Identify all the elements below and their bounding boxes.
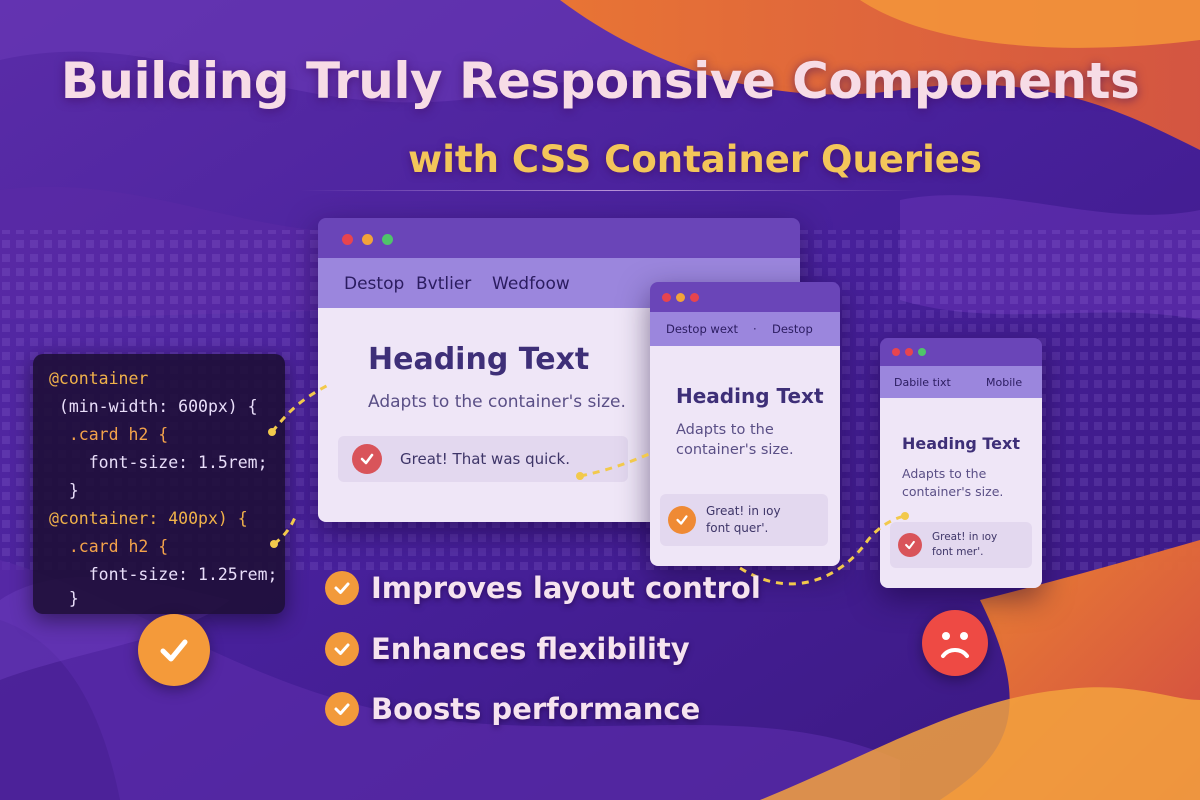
window-titlebar (880, 338, 1042, 366)
card-text: Adapts to the (902, 466, 987, 481)
subtitle: with CSS Container Queries (408, 138, 982, 181)
nav-item[interactable]: Destop (772, 322, 813, 336)
tablet-card: Heading Text Adapts to the container's s… (650, 346, 840, 566)
minimize-dot[interactable] (676, 293, 685, 302)
code-line: .card h2 { (49, 425, 169, 444)
main-title: Building Truly Responsive Components (60, 52, 1140, 110)
maximize-dot[interactable] (382, 234, 393, 245)
code-line: } (49, 481, 79, 500)
minimize-dot[interactable] (905, 348, 913, 356)
card-heading: Heading Text (368, 342, 590, 377)
window-titlebar (318, 218, 800, 258)
code-line: } (49, 589, 79, 608)
mobile-nav: Dabile tixt Mobile (880, 366, 1042, 398)
maximize-dot[interactable] (918, 348, 926, 356)
sad-face-icon (922, 610, 988, 676)
tablet-window: Destop wext · Destop Heading Text Adapts… (650, 282, 840, 566)
maximize-dot[interactable] (690, 293, 699, 302)
nav-item[interactable]: Destop wext (666, 322, 739, 336)
success-toast: Great! That was quick. (338, 436, 628, 482)
nav-item[interactable]: Bvtlier (416, 274, 472, 294)
card-text: container's size. (902, 484, 1004, 499)
check-circle-icon (325, 632, 359, 666)
toast-text: Great! That was quick. (400, 450, 570, 468)
code-line: @container: 400px) { (49, 509, 248, 528)
code-panel: @container (min-width: 600px) { .card h2… (33, 354, 285, 614)
code-line: @container (49, 369, 149, 388)
check-circle-icon (898, 533, 922, 557)
card-text: Adapts to the container's size. (368, 392, 626, 412)
check-circle-icon (668, 506, 696, 534)
nav-item[interactable]: Destop (344, 274, 405, 294)
nav-separator: · (753, 322, 757, 336)
mobile-card: Heading Text Adapts to the container's s… (880, 398, 1042, 588)
nav-item[interactable]: Dabile tixt (894, 376, 951, 389)
benefit-item: Improves layout control (325, 571, 761, 605)
close-dot[interactable] (892, 348, 900, 356)
close-dot[interactable] (662, 293, 671, 302)
nav-item[interactable]: Mobile (986, 376, 1023, 389)
check-circle-icon (352, 444, 382, 474)
card-text: container's size. (676, 442, 794, 458)
mobile-window: Dabile tixt Mobile Heading Text Adapts t… (880, 338, 1042, 588)
benefit-item: Boosts performance (325, 692, 700, 726)
check-circle-icon (325, 571, 359, 605)
code-line: .card h2 { (49, 537, 169, 556)
code-line: font-size: 1.25rem; (49, 565, 278, 584)
benefit-text: Improves layout control (371, 571, 761, 605)
benefit-text: Enhances flexibility (371, 632, 690, 666)
check-circle-icon (325, 692, 359, 726)
minimize-dot[interactable] (362, 234, 373, 245)
divider (300, 190, 920, 191)
card-text: Adapts to the (676, 422, 774, 438)
benefit-text: Boosts performance (371, 692, 701, 726)
card-heading: Heading Text (676, 384, 824, 408)
code-line: font-size: 1.5rem; (49, 453, 268, 472)
nav-item[interactable]: Wedfoow (492, 274, 570, 294)
tablet-nav: Destop wext · Destop (650, 312, 840, 346)
check-circle-icon (138, 614, 210, 686)
card-heading: Heading Text (902, 434, 1020, 453)
code-line: (min-width: 600px) { (49, 397, 258, 416)
close-dot[interactable] (342, 234, 353, 245)
benefit-item: Enhances flexibility (325, 632, 690, 666)
window-titlebar (650, 282, 840, 312)
